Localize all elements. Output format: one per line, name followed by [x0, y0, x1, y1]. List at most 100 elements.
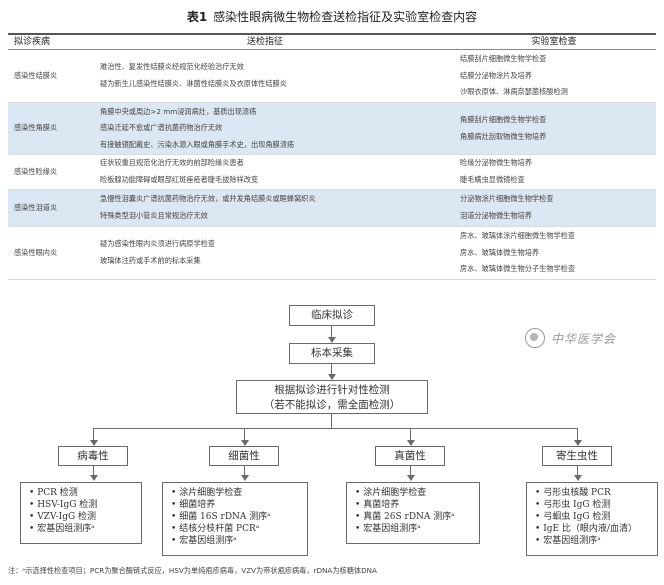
row-indications: 疑为感染性眼内炎须进行病原学检查 玻璃体注药或手术前的标本采集	[78, 227, 452, 279]
test-item: • 真菌培养	[355, 500, 400, 510]
row-tests: 房水、玻璃体涂片细胞微生物学检查 房水、玻璃体微生物培养 房水、玻璃体微生物分子…	[452, 227, 656, 279]
test-item: • 细菌 16S rDNA 测序ᵃ	[171, 512, 271, 522]
fungal-tests-box: • 涂片细胞学检查 • 真菌培养 • 真菌 26S rDNA 测序ᵃ • 宏基因…	[346, 482, 480, 544]
test-line: 结膜分泌物涂片及培养	[460, 70, 532, 80]
connector	[410, 466, 411, 476]
watermark-text: 中华医学会	[551, 331, 617, 346]
test-item: • 宏基因组测序ᵃ	[355, 524, 421, 534]
row-disease: 感染性角膜炎	[14, 123, 58, 133]
indication-line: 角膜中央或周边>2 mm浸润病灶，基质出现溃疡	[100, 106, 257, 116]
header-disease: 拟诊疾病	[14, 37, 51, 47]
test-item: • 弓形虫 IgG 检测	[535, 500, 611, 510]
arrow-down-icon	[90, 475, 98, 481]
connector	[93, 428, 94, 441]
table-title: 感染性眼病微生物检查送检指征及实验室检查内容	[213, 10, 478, 24]
indication-line: 难治性、复发性结膜炎经规范化经验治疗无效	[100, 62, 244, 72]
row-indications: 急慢性泪囊炎广谱抗菌药物治疗无效，或并发角结膜炎或眶蜂窝织炎 特殊类型泪小管炎且…	[78, 190, 452, 226]
test-line: 房水、玻璃体微生物分子生物学检查	[460, 264, 576, 274]
category-fungal-box: 真菌性	[375, 446, 445, 466]
connector	[244, 428, 245, 441]
category-parasitic-box: 寄生虫性	[542, 446, 612, 466]
test-item: • 涂片细胞学检查	[355, 488, 427, 498]
row-disease: 感染性眼内炎	[14, 247, 58, 257]
row-tests: 结膜刮片细胞微生物学检查 结膜分泌物涂片及培养 沙眼衣原体、淋病奈瑟菌核酸检测	[452, 50, 656, 102]
arrow-down-icon	[407, 440, 415, 446]
row-disease: 感染性结膜炎	[14, 70, 58, 80]
targeted-testing-line1: 根据拟诊进行针对性检测	[274, 384, 390, 396]
test-item: • VZV-IgG 检测	[29, 512, 97, 522]
row-indications: 症状较重且规范化治疗无效的前部睑缘炎患者 睑板腺功能障碍或眼部红斑痤疮者睫毛拔除…	[78, 155, 452, 189]
test-line: 角膜刮片细胞微生物学检查	[460, 114, 547, 124]
test-item: • 弓形虫核酸 PCR	[535, 488, 611, 498]
specimen-collection-box: 标本采集	[289, 343, 375, 364]
test-item: • 细菌培养	[171, 500, 216, 510]
branch-bar	[93, 428, 577, 429]
test-line: 结膜刮片细胞微生物学检查	[460, 54, 547, 64]
row-indications: 角膜中央或周边>2 mm浸润病灶，基质出现溃疡 感染迁延不愈或广谱抗菌药物治疗无…	[78, 103, 452, 154]
test-line: 角膜病灶刮取物微生物培养	[460, 131, 547, 141]
test-line: 睑缘分泌物微生物培养	[460, 158, 532, 168]
row-tests: 角膜刮片细胞微生物学检查 角膜病灶刮取物微生物培养	[452, 103, 656, 154]
test-item: • 宏基因组测序ᵃ	[535, 536, 601, 546]
header-indications: 送检指征	[246, 37, 283, 47]
row-disease: 感染性睑缘炎	[14, 166, 58, 176]
connector	[93, 466, 94, 476]
indication-line: 睑板腺功能障碍或眼部红斑痤疮者睫毛拔除样改变	[100, 175, 259, 184]
table-row: 感染性角膜炎 角膜中央或周边>2 mm浸润病灶，基质出现溃疡 感染迁延不愈或广谱…	[8, 103, 656, 155]
arrow-down-icon	[574, 475, 582, 481]
arrow-down-icon	[90, 440, 98, 446]
table-row: 感染性眼内炎 疑为感染性眼内炎须进行病原学检查 玻璃体注药或手术前的标本采集 房…	[8, 227, 656, 280]
connector	[331, 414, 332, 428]
arrow-down-icon	[241, 475, 249, 481]
arrow-down-icon	[328, 374, 336, 380]
row-indications: 难治性、复发性结膜炎经规范化经验治疗无效 疑为新生儿感染性结膜炎、淋菌性结膜炎及…	[78, 50, 452, 102]
connector	[331, 364, 332, 375]
connector	[244, 466, 245, 476]
test-line: 沙眼衣原体、淋病奈瑟菌核酸检测	[460, 87, 568, 97]
bacterial-tests-box: • 涂片细胞学检查 • 细菌培养 • 细菌 16S rDNA 测序ᵃ • 结核分…	[162, 482, 308, 556]
indication-line: 特殊类型泪小管炎且常规治疗无效	[100, 211, 208, 220]
arrow-down-icon	[241, 440, 249, 446]
test-item: • 涂片细胞学检查	[171, 488, 243, 498]
test-item: • 宏基因组测序ᵃ	[29, 524, 95, 534]
indication-table: 拟诊疾病 送检指征 实验室检查 感染性结膜炎 难治性、复发性结膜炎经规范化经验治…	[8, 33, 656, 280]
parasitic-tests-box: • 弓形虫核酸 PCR • 弓形虫 IgG 检测 • 弓蛔虫 IgG 检测 • …	[526, 482, 658, 556]
indication-line: 症状较重且规范化治疗无效的前部睑缘炎患者	[100, 158, 244, 168]
test-item: • PCR 检测	[29, 488, 78, 498]
indication-line: 疑为新生儿感染性结膜炎、淋菌性结膜炎及衣原体性结膜炎	[100, 79, 287, 88]
indication-line: 急慢性泪囊炎广谱抗菌药物治疗无效，或并发角结膜炎或眶蜂窝织炎	[100, 194, 316, 204]
footnote: 注：ᵃ示选择性检查项目；PCR为聚合酶链式反应，HSV为单纯疱疹病毒，VZV为带…	[8, 566, 377, 575]
table-number: 表1	[186, 10, 208, 24]
test-item: • 真菌 26S rDNA 测序ᵃ	[355, 512, 455, 522]
category-viral-box: 病毒性	[58, 446, 128, 466]
targeted-testing-box: 根据拟诊进行针对性检测 （若不能拟诊，需全面检测）	[236, 380, 428, 414]
row-tests: 睑缘分泌物微生物培养 睫毛螨虫显微镜检查	[452, 155, 656, 189]
test-line: 睫毛螨虫显微镜检查	[460, 175, 525, 184]
connector	[577, 428, 578, 441]
seal-icon	[525, 328, 545, 348]
table-row: 感染性结膜炎 难治性、复发性结膜炎经规范化经验治疗无效 疑为新生儿感染性结膜炎、…	[8, 50, 656, 103]
publisher-watermark: 中华医学会	[525, 328, 616, 348]
header-tests: 实验室检查	[531, 37, 577, 47]
test-line: 房水、玻璃体微生物培养	[460, 247, 540, 257]
test-item: • IgE 比（眼内液/血清）	[535, 524, 637, 534]
connector	[577, 466, 578, 476]
indication-line: 玻璃体注药或手术前的标本采集	[100, 256, 201, 265]
indication-line: 感染迁延不愈或广谱抗菌药物治疗无效	[100, 123, 223, 133]
indication-line: 疑为感染性眼内炎须进行病原学检查	[100, 239, 216, 249]
test-item: • HSV-IgG 检测	[29, 500, 98, 510]
row-tests: 分泌物涂片细胞微生物学检查 泪道分泌物微生物培养	[452, 190, 656, 226]
arrow-down-icon	[574, 440, 582, 446]
category-bacterial-box: 细菌性	[209, 446, 279, 466]
connector	[410, 428, 411, 441]
row-disease: 感染性泪道炎	[14, 202, 58, 212]
viral-tests-box: • PCR 检测 • HSV-IgG 检测 • VZV-IgG 检测 • 宏基因…	[20, 482, 142, 544]
test-item: • 宏基因组测序ᵃ	[171, 536, 237, 546]
arrow-down-icon	[328, 337, 336, 343]
connector	[331, 326, 332, 338]
test-line: 分泌物涂片细胞微生物学检查	[460, 194, 554, 204]
clinical-diagnosis-box: 临床拟诊	[289, 305, 375, 326]
test-item: • 弓蛔虫 IgG 检测	[535, 512, 611, 522]
table-row: 感染性泪道炎 急慢性泪囊炎广谱抗菌药物治疗无效，或并发角结膜炎或眶蜂窝织炎 特殊…	[8, 190, 656, 227]
test-line: 房水、玻璃体涂片细胞微生物学检查	[460, 231, 576, 241]
